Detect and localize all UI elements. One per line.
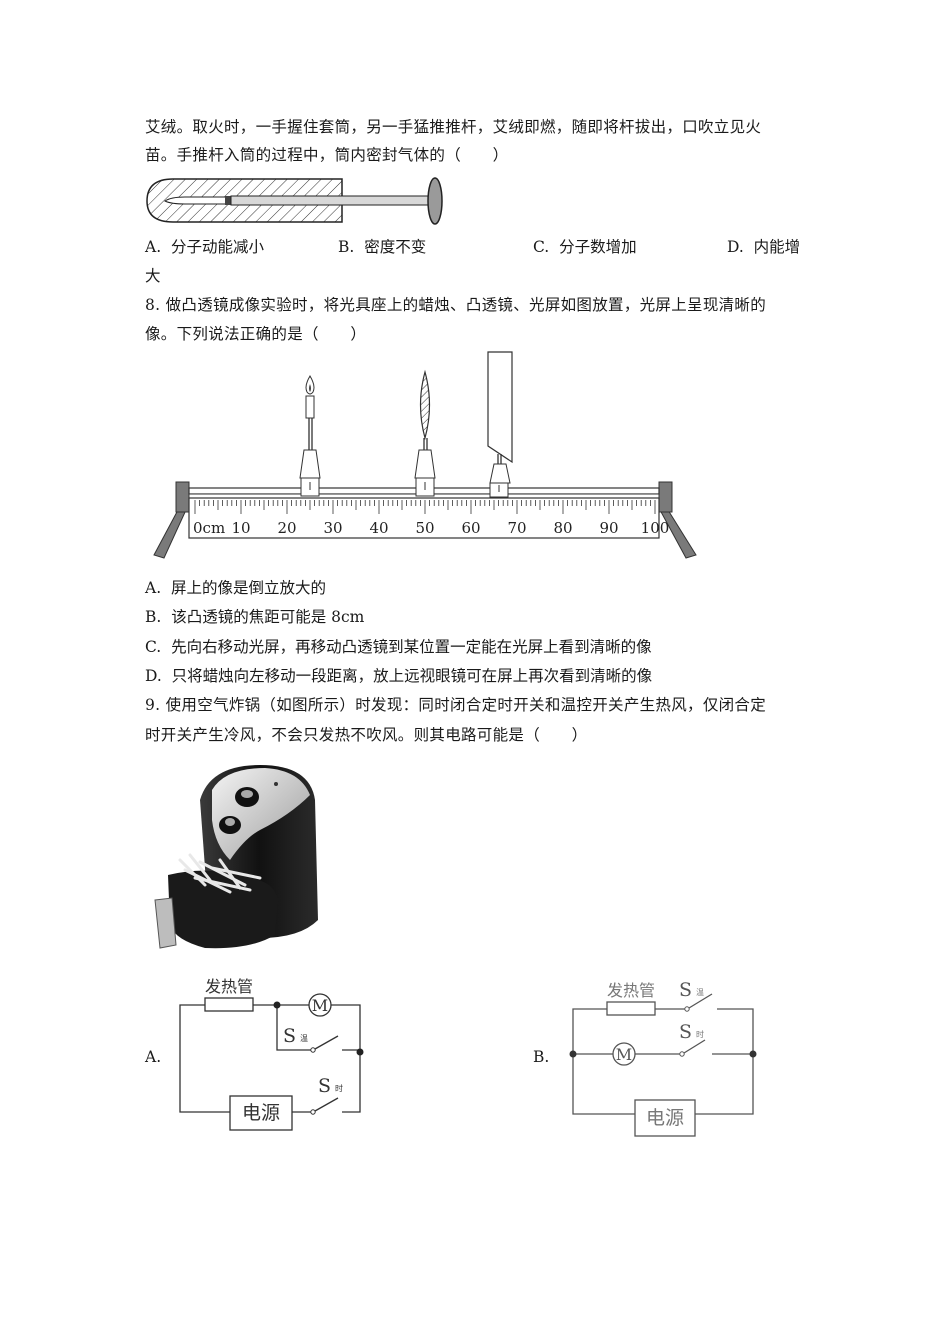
svg-text:20: 20: [277, 519, 296, 537]
q8-stem-line-2: 像。下列说法正确的是（ ）: [145, 325, 367, 343]
option-text: 分子动能减小: [170, 238, 264, 256]
q7-stem-line-2: 苗。手推杆入筒的过程中，筒内密封气体的（ ）: [145, 146, 509, 164]
option-text: 密度不变: [364, 238, 427, 256]
switch-temp-label: S: [283, 1025, 296, 1047]
heater-label: 发热管: [607, 981, 655, 1000]
option-label: B.: [145, 608, 162, 626]
option-label: D.: [727, 238, 744, 256]
switch-temp-label: S: [679, 979, 692, 1001]
switch-timer-label: S: [679, 1021, 692, 1043]
candle: [299, 375, 321, 497]
svg-text:10: 10: [231, 519, 250, 537]
switch-temp-subscript: 温: [300, 1034, 308, 1043]
svg-text:0cm: 0cm: [193, 519, 225, 537]
circuit-b-label: B.: [533, 1048, 550, 1066]
light-screen: [487, 351, 513, 498]
motor-symbol: M: [312, 996, 328, 1015]
option-text: 只将蜡烛向左移动一段距离，放上远视眼镜可在屏上再次看到清晰的像: [171, 667, 653, 685]
air-fryer-photo: [150, 760, 330, 959]
option-label: C.: [145, 638, 162, 656]
q8-option-b: B. 该凸透镜的焦距可能是 8cm: [145, 607, 364, 627]
option-text: 屏上的像是倒立放大的: [170, 579, 326, 597]
option-text: 分子数增加: [559, 238, 637, 256]
power-label: 电源: [242, 1102, 280, 1124]
optical-bench-diagram: 0cm 10 20 30 40 50 60 70 80 90 100: [150, 350, 700, 569]
motor-symbol: M: [616, 1045, 632, 1064]
q9-stem-line-2: 时开关产生冷风，不会只发热不吹风。则其电路可能是（ ）: [145, 726, 588, 744]
svg-text:30: 30: [323, 519, 342, 537]
svg-text:60: 60: [461, 519, 480, 537]
circuit-a-label: A.: [145, 1048, 162, 1066]
option-text: 内能增: [753, 238, 801, 256]
switch-timer-subscript: 时: [696, 1029, 704, 1039]
svg-text:100: 100: [641, 519, 670, 537]
circuit-b-diagram: 发热管 M S 温 S 时 电源: [560, 972, 770, 1146]
option-label: B.: [338, 238, 355, 256]
svg-text:70: 70: [507, 519, 526, 537]
option-label: D.: [145, 667, 162, 685]
circuit-a-diagram: 发热管 M S 温 S 时 电源: [170, 970, 380, 1144]
q8-stem-line-1: 8. 做凸透镜成像实验时，将光具座上的蜡烛、凸透镜、光屏如图放置，光屏上呈现清晰…: [145, 296, 767, 314]
option-label: A.: [145, 238, 162, 256]
svg-text:40: 40: [369, 519, 388, 537]
svg-text:90: 90: [599, 519, 618, 537]
convex-lens: [414, 369, 436, 497]
switch-timer-subscript: 时: [335, 1083, 343, 1093]
option-label: C.: [533, 238, 550, 256]
q7-option-a: A. 分子动能减小: [145, 237, 264, 257]
switch-temp-subscript: 温: [696, 988, 704, 997]
fire-piston-diagram: [145, 174, 445, 234]
q9-stem-line-1: 9. 使用空气炸锅（如图所示）时发现：同时闭合定时开关和温控开关产生热风，仅闭合…: [145, 696, 767, 714]
q8-option-a: A. 屏上的像是倒立放大的: [145, 578, 326, 598]
option-label: A.: [145, 579, 162, 597]
svg-text:50: 50: [415, 519, 434, 537]
q7-stem-line-1: 艾绒。取火时，一手握住套筒，另一手猛推推杆，艾绒即燃，随即将杆拔出，口吹立见火: [145, 118, 762, 136]
power-label: 电源: [646, 1107, 684, 1129]
option-text: 该凸透镜的焦距可能是 8cm: [171, 608, 365, 626]
q7-option-d-wrap: 大: [145, 267, 161, 285]
q7-option-c: C. 分子数增加: [533, 237, 637, 257]
switch-timer-label: S: [318, 1075, 331, 1097]
q7-option-d: D. 内能增: [727, 237, 800, 257]
q7-option-b: B. 密度不变: [338, 237, 426, 257]
q8-option-d: D. 只将蜡烛向左移动一段距离，放上远视眼镜可在屏上再次看到清晰的像: [145, 666, 652, 686]
q8-option-c: C. 先向右移动光屏，再移动凸透镜到某位置一定能在光屏上看到清晰的像: [145, 637, 652, 657]
option-text: 先向右移动光屏，再移动凸透镜到某位置一定能在光屏上看到清晰的像: [171, 638, 652, 656]
svg-text:80: 80: [553, 519, 572, 537]
heater-label: 发热管: [205, 977, 253, 996]
